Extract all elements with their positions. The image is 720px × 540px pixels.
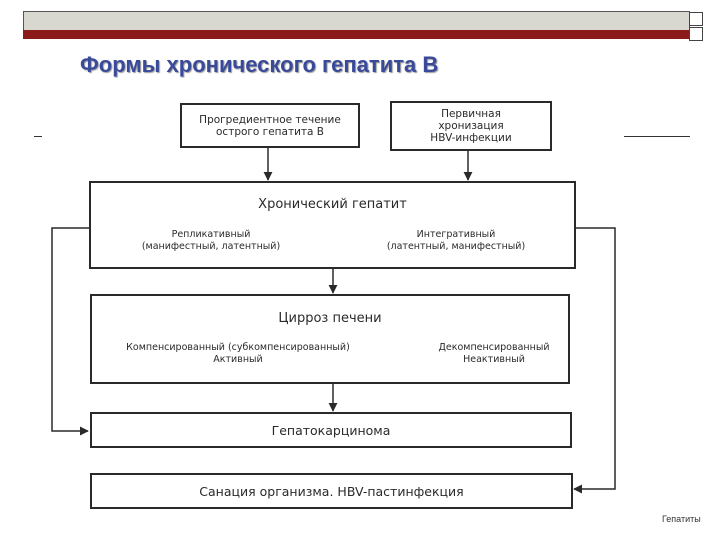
source-right-line3: HBV-инфекции xyxy=(430,132,512,144)
source-left-line2: острого гепатита В xyxy=(216,125,324,138)
decompensated-line2: Неактивный xyxy=(463,354,525,365)
decompensated-form: Декомпенсированный Неактивный xyxy=(422,342,566,366)
cirrhosis-box: Цирроз печени Компенсированный (субкомпе… xyxy=(90,294,570,384)
replicative-form: Репликативный (манифестный, латентный) xyxy=(111,229,311,253)
compensated-line1: Компенсированный (субкомпенсированный) xyxy=(126,342,350,353)
decor-line-left xyxy=(34,136,42,137)
hepatocarcinoma-title: Гепатокарцинома xyxy=(271,422,391,438)
integrative-form: Интегративный (латентный, манифестный) xyxy=(366,229,546,253)
sanation-title: Санация организма. HBV-пастинфекция xyxy=(199,483,464,499)
source-right-line2: хронизация xyxy=(438,120,504,132)
slide-title: Формы хронического гепатита В xyxy=(80,52,439,77)
source-box-primary: Первичная хронизация HBV-инфекции xyxy=(390,101,552,151)
slide-accent-bar xyxy=(23,30,689,39)
integrative-line2: (латентный, манифестный) xyxy=(386,241,526,252)
source-left-line1: Прогредиентное течение xyxy=(199,113,341,126)
hepatocarcinoma-box: Гепатокарцинома xyxy=(90,412,572,448)
integrative-line1: Интегративный xyxy=(416,229,496,240)
sanation-box: Санация организма. HBV-пастинфекция xyxy=(90,473,573,509)
chronic-title: Хронический гепатит xyxy=(258,197,407,212)
replicative-line1: Репликативный xyxy=(171,229,251,240)
decor-line-right xyxy=(624,136,690,137)
compensated-line2: Активный xyxy=(213,354,263,365)
decompensated-line1: Декомпенсированный xyxy=(438,342,550,353)
replicative-line2: (манифестный, латентный) xyxy=(141,241,281,252)
cirrhosis-title: Цирроз печени xyxy=(278,311,382,326)
compensated-form: Компенсированный (субкомпенсированный) А… xyxy=(94,342,382,366)
slide-footer: Гепатиты xyxy=(662,514,701,524)
source-right-line1: Первичная xyxy=(441,108,501,120)
corner-square-bottom xyxy=(689,27,703,41)
corner-square-top xyxy=(689,12,703,26)
source-box-progredient: Прогредиентное течение острого гепатита … xyxy=(180,103,360,148)
chronic-hepatitis-box: Хронический гепатит Репликативный (маниф… xyxy=(89,181,576,269)
